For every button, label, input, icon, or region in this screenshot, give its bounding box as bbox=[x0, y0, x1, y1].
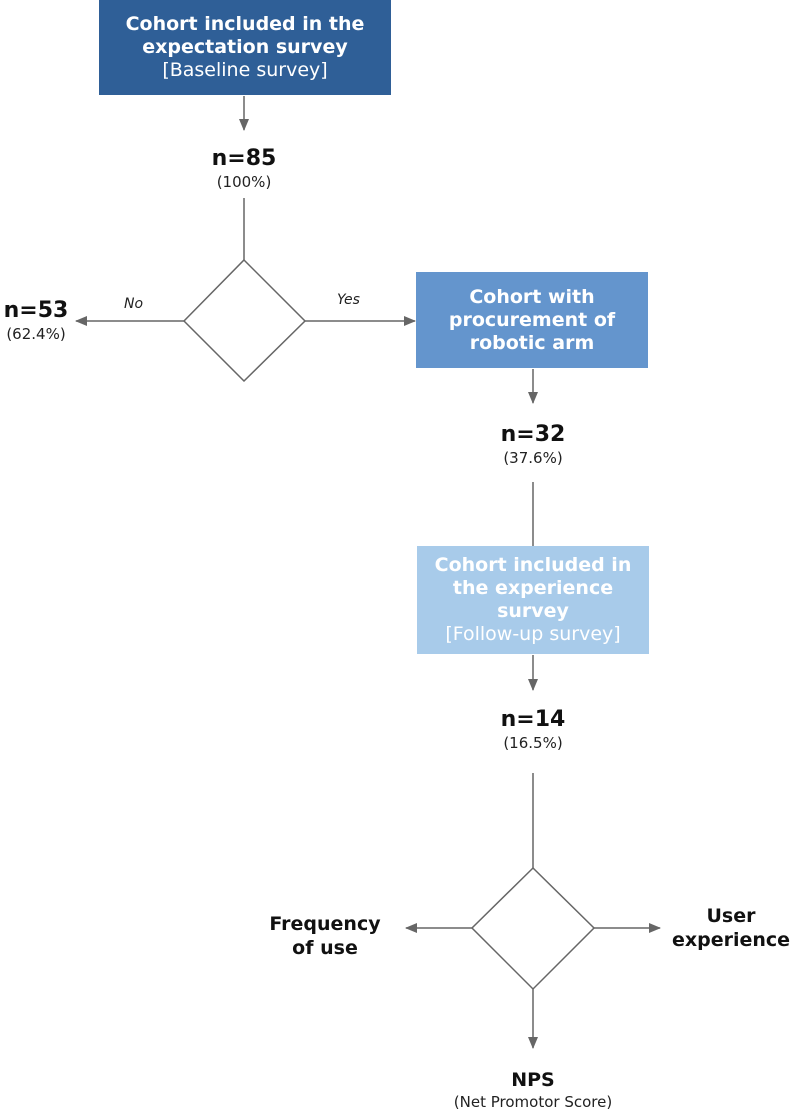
box2-title: Cohort with procurement of robotic arm bbox=[448, 285, 616, 354]
count-no-branch: n=53 (62.4%) bbox=[0, 298, 72, 344]
count3-n: n=14 bbox=[500, 707, 566, 732]
baseline-cohort-box: Cohort included in the expectation surve… bbox=[99, 0, 391, 95]
box3-subtitle: [Follow-up survey] bbox=[445, 623, 621, 645]
box1-title: Cohort included in the expectation surve… bbox=[125, 13, 365, 58]
decision-diamond-2 bbox=[470, 866, 596, 991]
outcome-nps: NPS (Net Promotor Score) bbox=[433, 1068, 633, 1112]
count-procurement: n=32 (37.6%) bbox=[483, 422, 583, 468]
count-followup: n=14 (16.5%) bbox=[483, 707, 583, 753]
count2-n: n=32 bbox=[500, 422, 566, 447]
count2-pct: (37.6%) bbox=[503, 449, 563, 467]
count1-n: n=85 bbox=[211, 146, 277, 171]
count-baseline: n=85 (100%) bbox=[194, 146, 294, 192]
label-no: No bbox=[124, 296, 144, 312]
procurement-cohort-box: Cohort with procurement of robotic arm bbox=[416, 272, 648, 368]
box1-subtitle: [Baseline survey] bbox=[162, 59, 328, 81]
decision-diamond-1 bbox=[182, 258, 307, 383]
followup-cohort-box: Cohort included in the experience survey… bbox=[417, 546, 649, 654]
outcome-frequency-of-use: Frequency of use bbox=[269, 913, 381, 959]
nps-title: NPS bbox=[511, 1069, 555, 1091]
count1-pct: (100%) bbox=[216, 173, 272, 191]
count3-pct: (16.5%) bbox=[503, 734, 563, 752]
box3-title: Cohort included in the experience survey bbox=[434, 554, 632, 622]
outcome-user-experience: User experience bbox=[671, 905, 791, 951]
nps-subtitle: (Net Promotor Score) bbox=[453, 1093, 613, 1111]
count-no-pct: (62.4%) bbox=[6, 325, 66, 343]
label-yes: Yes bbox=[337, 292, 360, 308]
count-no-n: n=53 bbox=[3, 298, 69, 323]
